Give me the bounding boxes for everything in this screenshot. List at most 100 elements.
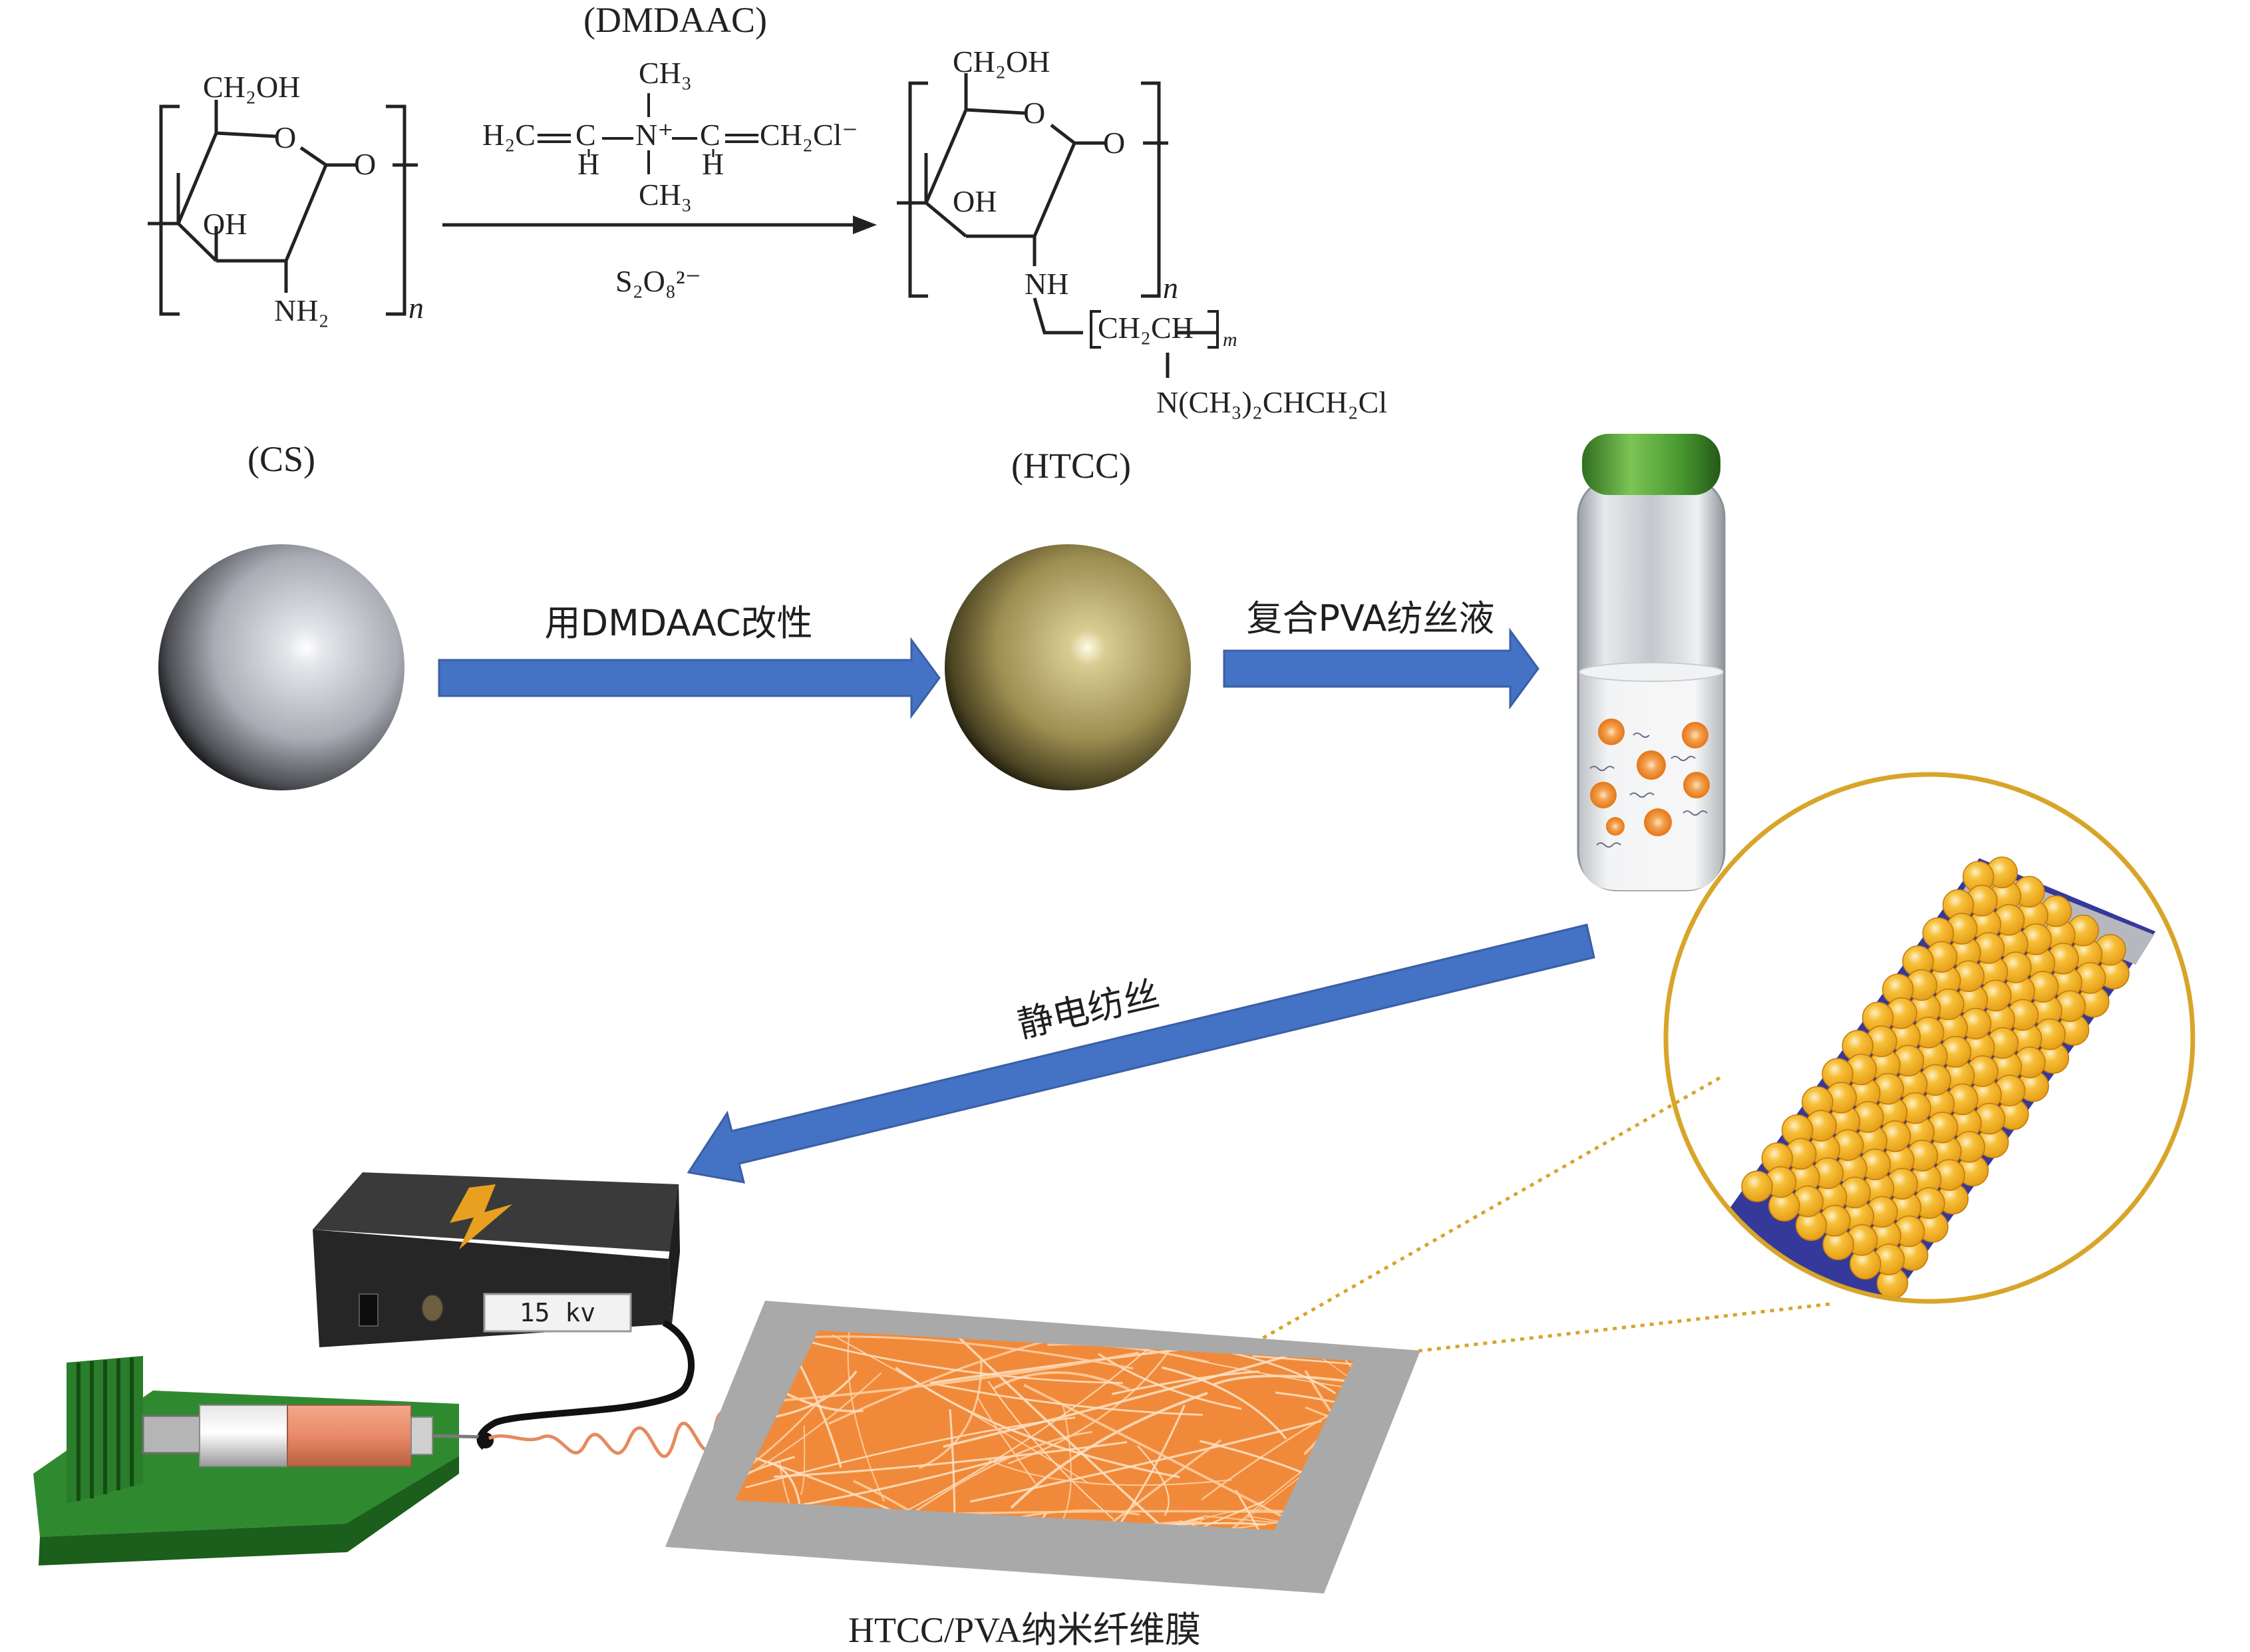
reaction-arrow-group: (DMDAAC) H₂C C H N⁺ CH₃ CH₃ C H <box>442 0 877 298</box>
process-flow: 用DMDAAC改性 复合PVA纺丝液 <box>158 434 1726 1184</box>
htcc-repeat-m: m <box>1223 329 1237 351</box>
chitosan-structure: CH₂OH O O OH NH₂ n <box>148 70 424 327</box>
nanofiber-strand <box>798 1363 842 1468</box>
cs-amine-label: NH₂ <box>274 293 329 327</box>
nanofiber-strand <box>800 1425 806 1496</box>
nanofiber-strand <box>943 1353 1294 1448</box>
electrospinning-setup: 15 kv <box>33 1172 1593 1650</box>
nanofiber-strand <box>828 1331 1136 1425</box>
nanofiber-strand <box>987 1458 1232 1486</box>
step2-label: 复合PVA纺丝液 <box>1247 597 1495 639</box>
nanofiber-strand <box>1372 1425 1593 1556</box>
htcc-label: (HTCC) <box>1011 446 1131 486</box>
fiber-surface-particles <box>1741 856 2130 1299</box>
nanofiber-strand <box>1098 1353 1242 1410</box>
htcc-structure: CH₂OH O O OH NH n CH₂CH m N(CH₃)₂CHCH₂Cl <box>897 45 1387 419</box>
pump-comb <box>67 1356 143 1504</box>
dmdaac-ch3-bottom: CH₃ <box>639 178 692 212</box>
cs-hydroxyl-label: OH <box>203 207 247 241</box>
arrow-spinning-solution: 复合PVA纺丝液 <box>1223 597 1539 710</box>
htcc-chain-label: CH₂CH <box>1098 311 1194 345</box>
nanofiber-strand <box>1161 1366 1287 1440</box>
nanofiber-strand <box>1056 1468 1311 1530</box>
dmdaac-ch3-top: CH₃ <box>639 56 692 90</box>
cs-sphere <box>158 544 404 790</box>
lightning-bolt-icon <box>450 1184 512 1249</box>
nanofiber-strand <box>748 1455 1027 1530</box>
dmdaac-h2c: H₂C <box>482 118 536 152</box>
nanofiber-strand <box>933 1509 1140 1530</box>
nanofiber-strand <box>1200 1509 1354 1530</box>
power-switch[interactable] <box>359 1293 379 1327</box>
htcc-side-chain: N(CH₃)₂CHCH₂Cl <box>1156 385 1387 419</box>
dmdaac-n-plus: N⁺ <box>635 118 674 152</box>
power-supply: 15 kv <box>313 1172 680 1347</box>
zoom-outline <box>1663 772 2195 1304</box>
dmdaac-c2: C <box>700 118 721 152</box>
cs-link-oxygen: O <box>354 147 376 181</box>
syringe-pump <box>33 1356 494 1566</box>
cs-label: (CS) <box>247 439 315 479</box>
nanofiber-strand <box>1137 1445 1170 1516</box>
nanofiber-strand <box>778 1460 874 1530</box>
cs-ring-oxygen: O <box>274 120 296 154</box>
nanofiber-strand <box>977 1395 1036 1484</box>
voltage-readout: 15 kv <box>520 1298 595 1327</box>
nanofiber-strand <box>847 1331 885 1502</box>
nanofiber-strand <box>1235 1489 1331 1530</box>
nanofiber-strand <box>1111 1370 1259 1395</box>
nanofiber-strand <box>735 1351 1139 1412</box>
power-cable <box>476 1319 695 1450</box>
nanofiber-strand <box>883 1500 1265 1530</box>
nanofiber-strand <box>735 1456 795 1518</box>
nanofiber-strand <box>774 1441 1128 1478</box>
nanofiber-strand <box>762 1460 803 1530</box>
zoom-guide-lower <box>1350 1302 1830 1361</box>
nanofiber-strand <box>929 1382 1204 1416</box>
bottle-cap <box>1582 434 1720 495</box>
dmdaac-h1: H <box>577 147 599 181</box>
nanofiber-strand <box>1304 1370 1354 1530</box>
nanofiber-strand <box>1213 1375 1354 1386</box>
catalyst-label: S₂O₈²⁻ <box>615 264 701 298</box>
spinning-solution-bottle <box>1577 434 1726 892</box>
step1-label: 用DMDAAC改性 <box>545 602 813 644</box>
zoom-guide-upper <box>1216 1076 1721 1366</box>
nanofiber-strand <box>1301 1343 1354 1530</box>
arrow-modification: 用DMDAAC改性 <box>438 602 941 719</box>
nanofiber-strand <box>1003 1404 1186 1530</box>
nanofiber-strand <box>1010 1392 1208 1509</box>
nanofiber-strand <box>1275 1391 1354 1452</box>
fiber-zoom-view <box>1216 772 2195 1366</box>
dmdaac-label: (DMDAAC) <box>583 0 767 40</box>
htcc-repeat-n: n <box>1163 271 1178 305</box>
nanofiber-strand <box>877 1522 1266 1530</box>
power-knob[interactable] <box>421 1294 444 1322</box>
cs-ch2oh-label: CH₂OH <box>203 70 300 104</box>
htcc-sphere <box>945 544 1191 790</box>
htcc-particles <box>1589 719 1710 848</box>
reaction-scheme: CH₂OH O O OH NH₂ n (DMDAAC) H₂C C H N⁺ C… <box>148 0 1387 486</box>
syringe-fluid <box>287 1404 412 1467</box>
htcc-nh-label: NH <box>1025 267 1068 301</box>
nanofiber-strand <box>1062 1404 1072 1520</box>
fiber-particle <box>1741 1170 1773 1202</box>
dmdaac-h2: H <box>702 147 724 181</box>
nanofiber-strand <box>949 1409 956 1530</box>
dmdaac-ch2cl: CH₂Cl⁻ <box>760 118 858 152</box>
nanofiber-strand <box>735 1372 882 1530</box>
nanofiber-strand <box>890 1430 1092 1529</box>
nanofiber-strand <box>800 1335 1134 1370</box>
membrane-label: HTCC/PVA纳米纤维膜 <box>848 1610 1201 1650</box>
dmdaac-c1: C <box>575 118 596 152</box>
htcc-ring-oxygen: O <box>1023 96 1045 130</box>
nanofiber-strand <box>843 1518 1307 1530</box>
nanofiber-strand <box>1252 1355 1354 1401</box>
nanofiber-strand <box>1013 1521 1203 1530</box>
cs-repeat-n: n <box>408 291 424 325</box>
htcc-ch2oh-label: CH₂OH <box>953 45 1050 79</box>
htcc-link-oxygen: O <box>1103 126 1125 160</box>
reaction-arrow-head <box>853 216 877 234</box>
dmdaac-structure: H₂C C H N⁺ CH₃ CH₃ C H CH₂Cl⁻ <box>482 56 858 212</box>
